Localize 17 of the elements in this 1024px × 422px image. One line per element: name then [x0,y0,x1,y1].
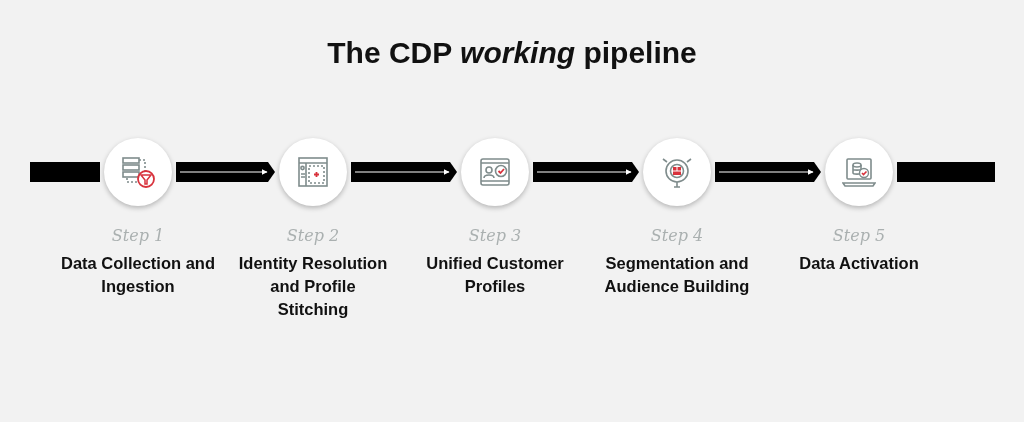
step-number: Step 1 [110,226,166,245]
arrow [715,162,821,182]
arrow [176,162,275,182]
step-number: Step 5 [831,226,887,245]
step-title: Data Collection and Ingestion [60,253,216,297]
step-number: Step 2 [285,226,341,245]
title: The CDP working pipeline [326,36,698,70]
step-title: Segmentation and Audience Building [603,253,751,297]
step-number: Step 4 [649,226,705,245]
arrow [897,162,995,182]
step-title: Data Activation [798,253,920,274]
step-title: Identity Resolution and Profile Stitching [237,253,389,320]
step-number: Step 3 [467,226,523,245]
arrow [30,162,100,182]
step-title: Unified Customer Profiles [425,253,565,297]
arrow [351,162,457,182]
arrow [533,162,639,182]
